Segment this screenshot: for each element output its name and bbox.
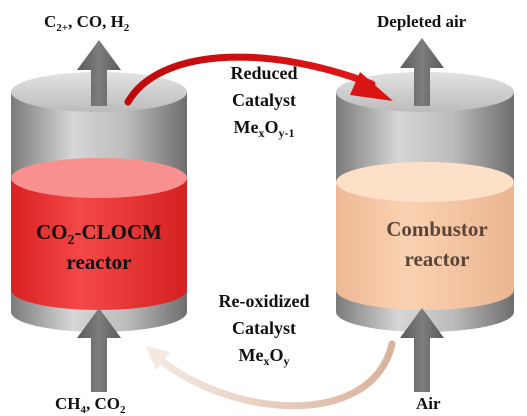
reoxidized-formula: MexOy bbox=[239, 345, 290, 368]
reoxidized-catalyst-label: Catalyst bbox=[232, 318, 296, 338]
reoxidized-label: Re-oxidized bbox=[219, 291, 310, 311]
left-catalyst-bed bbox=[11, 178, 187, 310]
left-reactor-name-line2: reactor bbox=[67, 250, 132, 274]
reduced-label: Reduced bbox=[231, 63, 298, 83]
left-top-outlet-label: C2+, CO, H2 bbox=[44, 12, 130, 34]
left-reactor-name: CO2-CLOCM bbox=[36, 220, 162, 248]
up-arrow-icon bbox=[77, 40, 121, 106]
curved-arrow-icon bbox=[146, 340, 396, 410]
reduced-catalyst-label: Catalyst bbox=[232, 90, 296, 110]
right-catalyst-bed bbox=[336, 182, 514, 310]
curved-arrow-icon bbox=[124, 53, 393, 106]
up-arrow-icon bbox=[400, 38, 444, 106]
right-reactor bbox=[336, 72, 514, 332]
up-arrow-icon bbox=[77, 308, 121, 392]
up-arrow-icon bbox=[400, 308, 444, 392]
right-reactor-name: Combustor bbox=[386, 217, 488, 241]
left-reactor bbox=[11, 72, 187, 332]
right-top-outlet-label: Depleted air bbox=[377, 12, 467, 31]
reduced-formula: MexOy-1 bbox=[234, 117, 295, 140]
right-inlet-label: Air bbox=[416, 394, 441, 413]
right-reactor-name-line2: reactor bbox=[405, 247, 470, 271]
left-inlet-label: CH4, CO2 bbox=[55, 394, 126, 416]
